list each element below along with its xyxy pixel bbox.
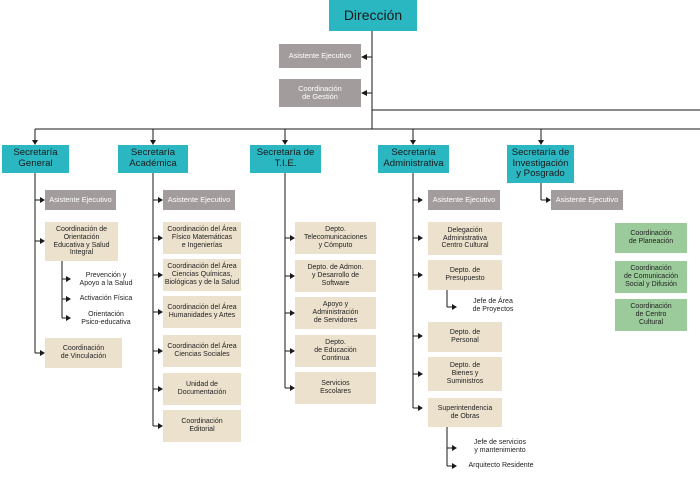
secretaria-general-box[interactable]: Secretaría General (2, 145, 69, 173)
sad-unit-box[interactable]: Depto. de Bienes y Suministros (428, 357, 502, 391)
st-unit-box[interactable]: Depto. de Admon. y Desarrollo de Softwar… (295, 260, 376, 292)
direccion-box[interactable]: Dirección (329, 0, 417, 31)
independent-coordination-box[interactable]: Coordinación de Centro Cultural (615, 299, 687, 331)
sg-vinculacion-box[interactable]: Coordinación de Vinculación (45, 338, 122, 368)
sad-presupuesto-sub: Jefe de Área de Proyectos (472, 298, 514, 313)
sg-sub-health: Prevención y Apoyo a la Salud (79, 272, 133, 287)
top-coordination-box[interactable]: Coordinación de Gestión (279, 79, 361, 107)
secretaria-administrativa-box[interactable]: Secretaría Administrativa (378, 145, 449, 173)
sip-assistant-box[interactable]: Asistente Ejecutivo (551, 190, 623, 210)
sg-orientation-box[interactable]: Coordinación de Orientación Educativa y … (45, 222, 118, 261)
sad-unit-box[interactable]: Delegación Administrativa Centro Cultura… (428, 222, 502, 255)
independent-coordination-box[interactable]: Coordinación de Comunicación Social y Di… (615, 261, 687, 293)
sg-assistant-box[interactable]: Asistente Ejecutivo (45, 190, 116, 210)
st-unit-box[interactable]: Servicios Escolares (295, 372, 376, 404)
st-unit-box[interactable]: Apoyo y Administración de Servidores (295, 297, 376, 329)
secretaria-tie-box[interactable]: Secretaría de T.I.E. (250, 145, 321, 173)
sa-unit-box[interactable]: Coordinación del Área Físico Matemáticas… (163, 222, 241, 254)
sg-sub-psycho: Orientación Psico-educativa (81, 311, 131, 326)
independent-coordination-box[interactable]: Coordinación de Planeación (615, 223, 687, 253)
secretaria-academica-box[interactable]: Secretaría Académica (118, 145, 188, 173)
sa-unit-box[interactable]: Coordinación del Área Ciencias Químicas,… (163, 259, 241, 291)
st-unit-box[interactable]: Depto. de Educación Continua (295, 335, 376, 367)
sad-unit-box[interactable]: Superintendencia de Obras (428, 398, 502, 427)
sa-unit-box[interactable]: Coordinación del Área Humanidades y Arte… (163, 296, 241, 328)
sg-sub-activation: Activación Física (79, 295, 133, 302)
sad-obras-sub: Jefe de servicios y mantenimiento (473, 439, 527, 454)
sad-assistant-box[interactable]: Asistente Ejecutivo (428, 190, 500, 210)
sa-unit-box[interactable]: Unidad de Documentación (163, 373, 241, 405)
sad-unit-box[interactable]: Depto. de Personal (428, 322, 502, 352)
sa-unit-box[interactable]: Coordinación del Área Ciencias Sociales (163, 335, 241, 367)
sa-unit-box[interactable]: Coordinación Editorial (163, 410, 241, 442)
sad-unit-box[interactable]: Depto. de Presupuesto (428, 260, 502, 290)
sa-assistant-box[interactable]: Asistente Ejecutivo (163, 190, 235, 210)
top-assistant-box[interactable]: Asistente Ejecutivo (279, 44, 361, 68)
st-unit-box[interactable]: Depto. Telecomunicaciones y Cómputo (295, 222, 376, 254)
sad-obras-sub: Arquitecto Residente (468, 462, 534, 469)
secretaria-investigacion-box[interactable]: Secretaría de Investigación y Posgrado (507, 145, 574, 183)
